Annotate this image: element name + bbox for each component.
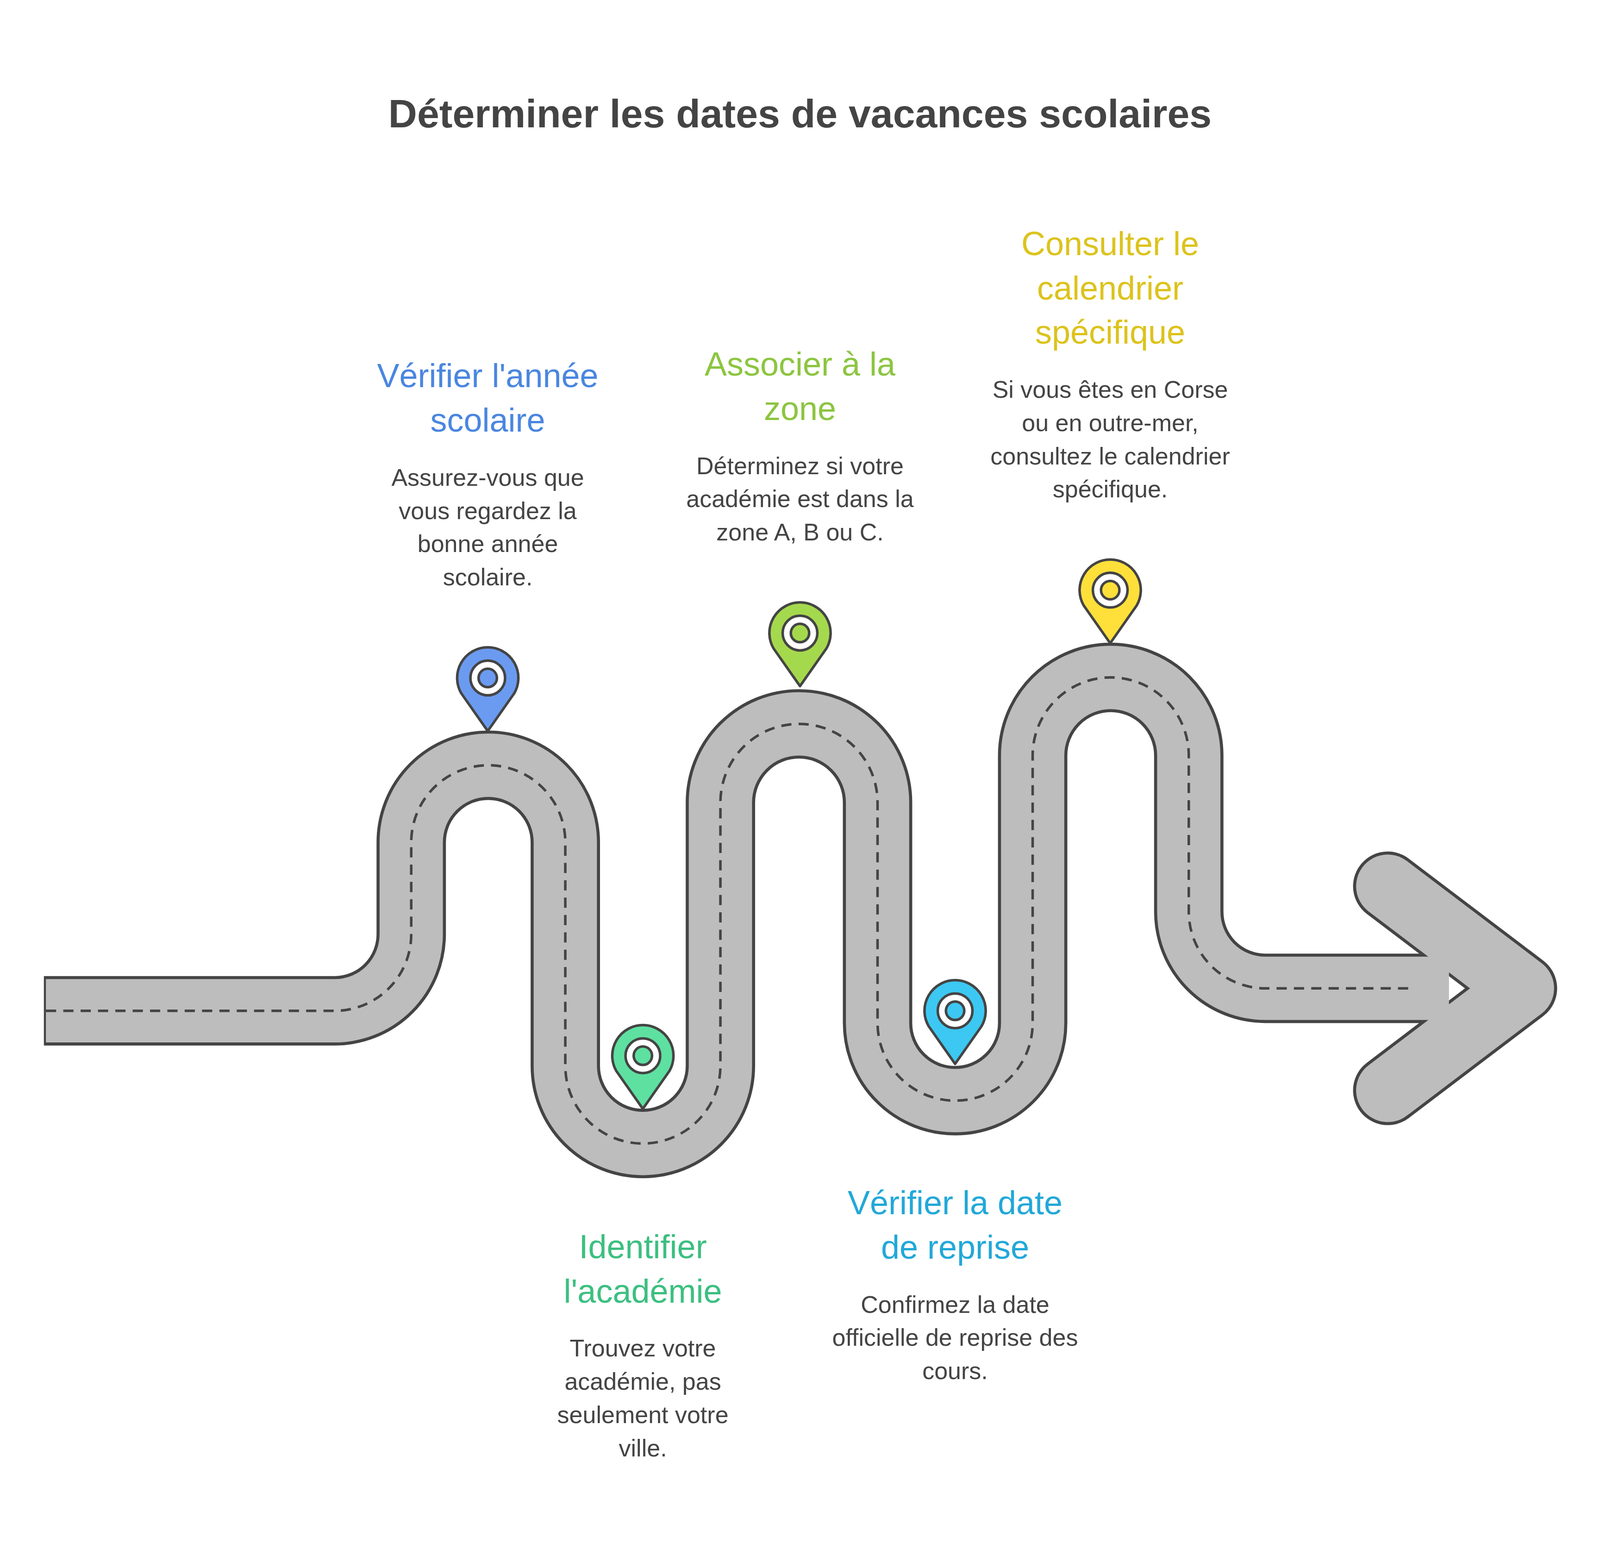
step-node: Vérifier l'année scolaireAssurez-vous qu…	[349, 353, 627, 594]
pin-dot	[945, 1001, 965, 1020]
pin-marker	[612, 1025, 674, 1109]
pin-dot	[1100, 580, 1120, 600]
step-node: Associer à la zoneDéterminez si votre ac…	[665, 342, 935, 550]
step-description: Trouvez votre académie, pas seulement vo…	[534, 1331, 752, 1465]
pin-dot	[790, 623, 810, 643]
step-heading: Vérifier l'année scolaire	[358, 353, 618, 443]
pin-dot	[633, 1046, 653, 1065]
step-description: Si vous êtes en Corse ou en outre-mer, c…	[989, 373, 1231, 507]
pin-marker	[456, 647, 519, 732]
pin-dot	[478, 668, 498, 688]
pin-ring	[1093, 572, 1128, 608]
pin-ring	[470, 660, 506, 695]
step-description: Déterminez si votre académie est dans la…	[675, 449, 925, 550]
pin-ring	[782, 615, 818, 650]
step-node: Vérifier la date de repriseConfirmez la …	[816, 1180, 1094, 1388]
step-node: Identifier l'académieTrouvez votre acadé…	[525, 1224, 762, 1465]
step-description: Confirmez la date officielle de reprise …	[830, 1287, 1081, 1388]
step-heading: Associer à la zone	[684, 342, 916, 432]
step-description: Assurez-vous que vous regardez la bonne …	[372, 461, 604, 594]
step-node: Consulter le calendrier spécifique Si vou…	[980, 221, 1240, 507]
step-heading: Vérifier la date de reprise	[825, 1180, 1085, 1270]
pin-marker	[924, 980, 986, 1064]
pin-markers	[456, 559, 1141, 1109]
step-heading: Identifier l'académie	[545, 1224, 741, 1314]
road	[43, 677, 1523, 1144]
pin-marker	[1079, 559, 1141, 644]
pin-ring	[625, 1037, 661, 1073]
step-heading: Consulter le calendrier spécifique	[1008, 221, 1213, 355]
diagram-title: Déterminer les dates de vacances scolair…	[0, 90, 1600, 137]
pin-ring	[937, 993, 973, 1028]
pin-marker	[769, 602, 831, 687]
